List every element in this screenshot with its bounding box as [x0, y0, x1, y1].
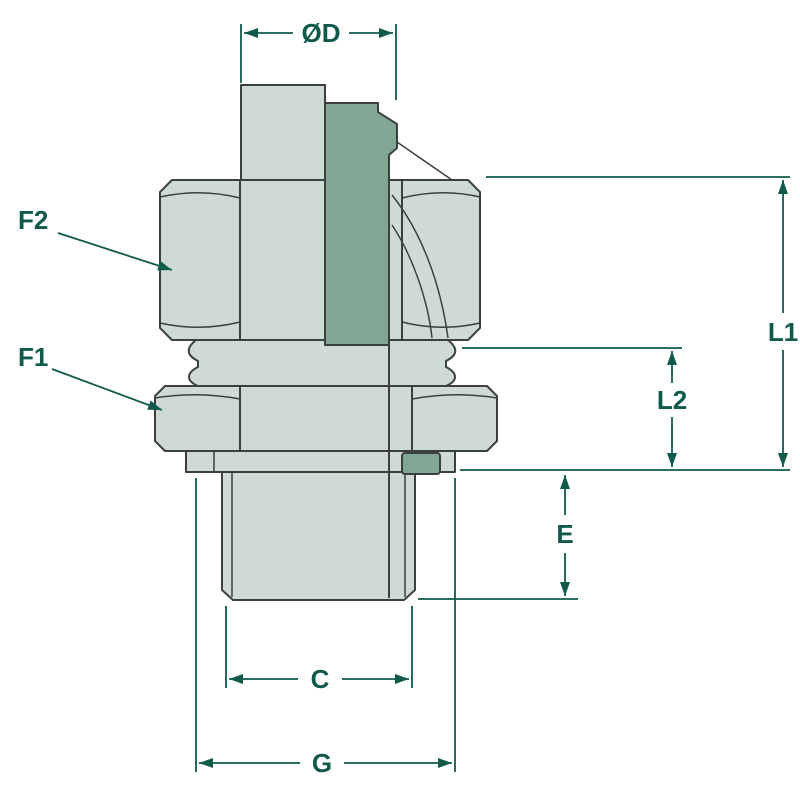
threaded-stud: [221, 471, 416, 601]
internal-cone-line: [391, 194, 449, 339]
waist-groove: [187, 339, 457, 387]
dimensions: [51, 24, 790, 772]
label-g: G: [312, 748, 332, 778]
label-c: C: [311, 664, 330, 694]
tube-body: [240, 84, 326, 181]
dimension-labels: ØD F2 F1 L1 L2 E C G: [18, 18, 798, 778]
dim-e: [418, 475, 578, 600]
dim-l2: [462, 347, 682, 467]
section-cut-band: [324, 102, 398, 346]
dim-g: [195, 478, 456, 772]
hex-chamfer-arc: [154, 394, 498, 400]
label-l1: L1: [768, 317, 798, 347]
internal-cone-line: [391, 224, 433, 339]
leader-f2: [57, 232, 173, 271]
hex-nut-f2: [159, 179, 481, 341]
dim-c: [225, 606, 413, 688]
leader-f1: [51, 368, 163, 411]
flange-seat-line: [396, 141, 453, 181]
label-f1: F1: [18, 342, 48, 372]
dim-l1: [460, 176, 790, 471]
label-e: E: [556, 519, 573, 549]
fitting-body: [154, 84, 498, 601]
seal-ring-section: [401, 452, 441, 475]
hex-chamfer-arc: [159, 321, 481, 328]
washer: [185, 450, 456, 473]
label-f2: F2: [18, 205, 48, 235]
hex-chamfer-arc: [159, 192, 481, 199]
dim-od: [240, 24, 397, 100]
label-od: ØD: [302, 18, 341, 48]
label-l2: L2: [657, 385, 687, 415]
